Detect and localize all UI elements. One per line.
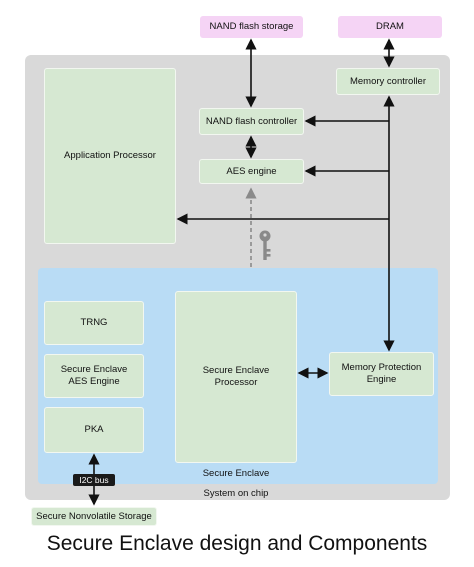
memory-protection-engine: Memory Protection Engine — [329, 352, 434, 396]
secure-enclave-processor: Secure Enclave Processor — [175, 291, 297, 463]
application-processor: Application Processor — [44, 68, 176, 244]
secure-enclave-aes-engine: Secure Enclave AES Engine — [44, 354, 144, 398]
secure-nonvolatile-storage: Secure Nonvolatile Storage — [31, 507, 157, 526]
diagram-caption: Secure Enclave design and Components — [46, 532, 428, 555]
memory-controller: Memory controller — [336, 68, 440, 95]
secure-enclave-label: Secure Enclave — [202, 468, 270, 479]
nand-flash-controller: NAND flash controller — [199, 108, 304, 135]
system-on-chip-label: System on chip — [203, 488, 269, 499]
nand-flash-storage: NAND flash storage — [200, 16, 303, 38]
aes-engine: AES engine — [199, 159, 304, 184]
trng: TRNG — [44, 301, 144, 345]
dram: DRAM — [338, 16, 442, 38]
pka: PKA — [44, 407, 144, 453]
i2c-bus-label: I2C bus — [73, 474, 115, 486]
